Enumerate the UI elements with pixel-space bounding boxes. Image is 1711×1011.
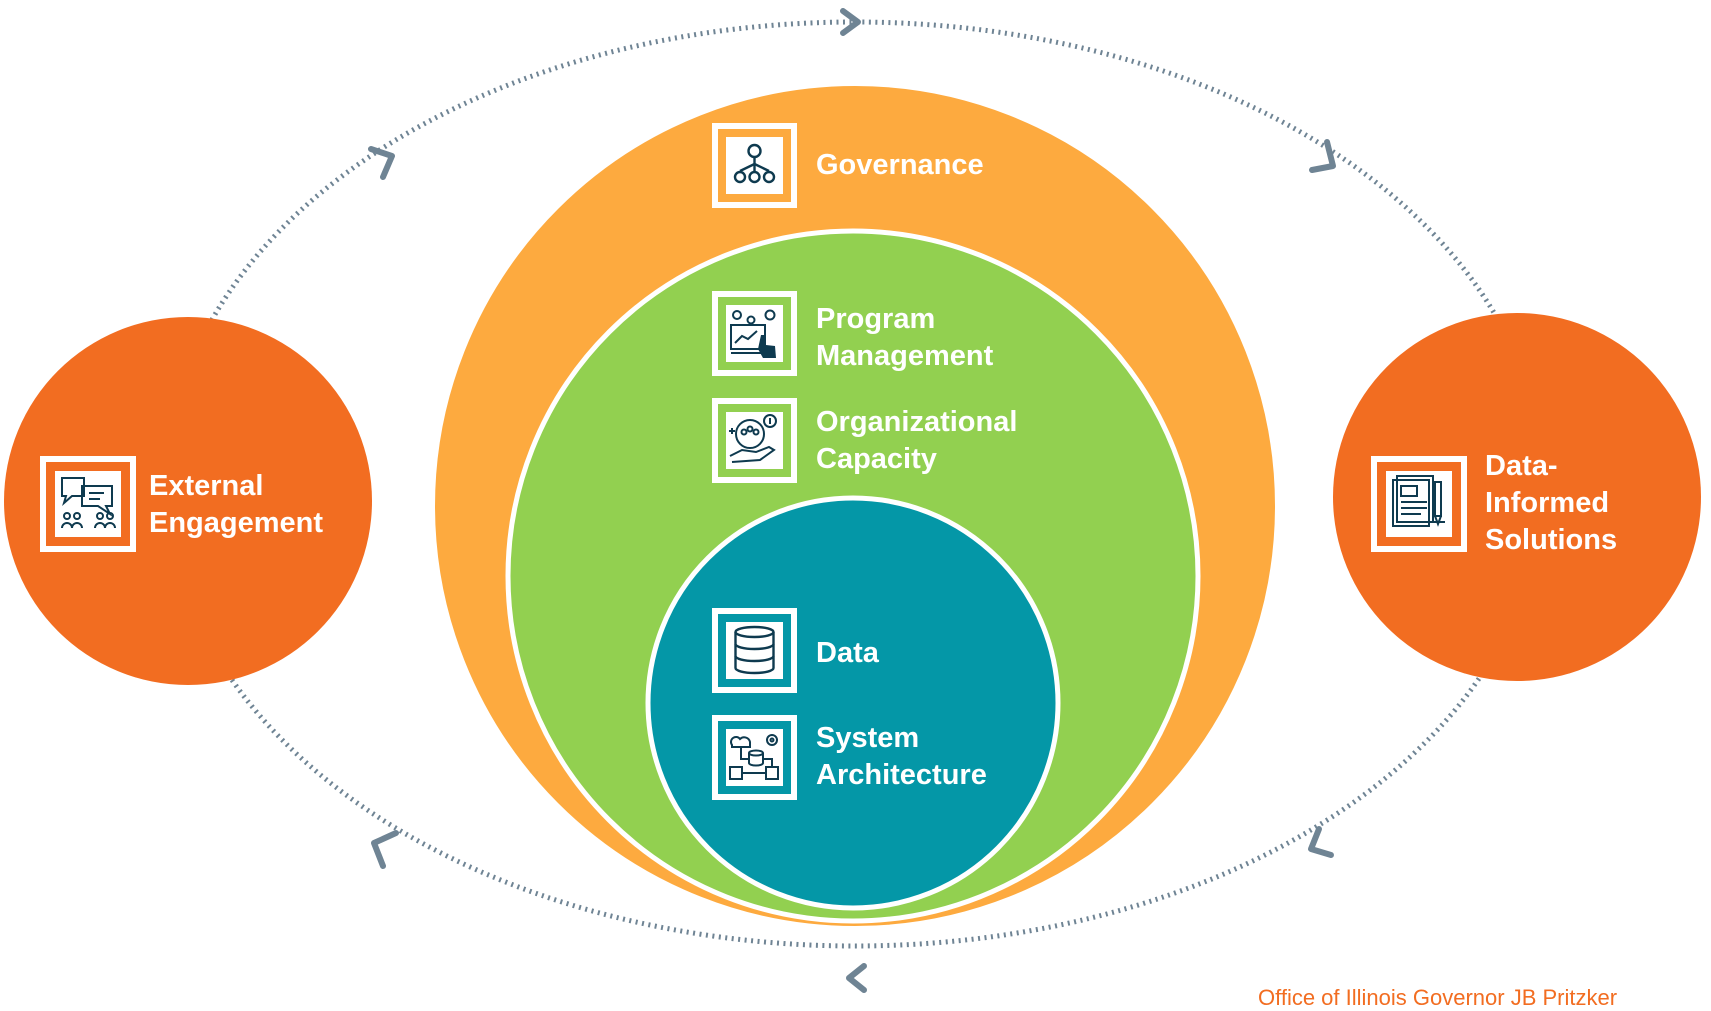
external-engagement-circle <box>4 317 372 685</box>
cycle-arrow-bottom-left <box>371 830 399 869</box>
database-icon <box>712 608 797 693</box>
data-circle <box>645 495 1061 911</box>
cycle-arrow-top-right <box>1309 139 1336 173</box>
external-engagement-label: External Engagement <box>149 468 323 542</box>
discussion-people-icon <box>40 456 136 552</box>
data-label: Data <box>816 635 879 672</box>
system-flow-icon <box>712 715 797 800</box>
footer-credit: Office of Illinois Governor JB Pritzker <box>1258 985 1618 1010</box>
governance-label-line: Governance <box>816 149 984 181</box>
dashboard-hand-icon <box>712 291 797 376</box>
program-management-label-line-1: Program <box>816 303 936 335</box>
system-architecture-label-line-2: Architecture <box>816 759 987 791</box>
data-informed-solutions-label-line-1: Data- <box>1485 450 1558 482</box>
data-informed-solutions-circle <box>1333 313 1701 681</box>
system-architecture-label: System Architecture <box>816 720 987 794</box>
program-management-label-line-2: Management <box>816 340 994 372</box>
external-engagement-label-line-2: Engagement <box>149 507 324 539</box>
data-informed-solutions-label-line-3: Solutions <box>1485 524 1618 556</box>
system-architecture-label-line-1: System <box>816 722 920 754</box>
data-informed-solutions-label-line-2: Informed <box>1485 487 1610 519</box>
cycle-arrow-top-left <box>368 146 395 180</box>
org-hierarchy-icon <box>712 123 797 208</box>
organizational-capacity-label-line-1: Organizational <box>816 406 1018 438</box>
people-funding-hand-icon <box>712 398 797 483</box>
external-engagement-label-line-1: External <box>149 470 264 502</box>
cycle-arrow-top <box>840 8 861 36</box>
data-informed-solutions-label: Data- Informed Solutions <box>1485 448 1617 559</box>
cycle-arrow-bottom <box>846 963 867 993</box>
cycle-arrows <box>368 8 1336 993</box>
cycle-arrow-bottom-right <box>1308 826 1334 858</box>
organizational-capacity-label: Organizational Capacity <box>816 404 1017 478</box>
data-label-line: Data <box>816 637 879 669</box>
documents-pen-icon <box>1371 456 1467 552</box>
organizational-capacity-label-line-2: Capacity <box>816 443 937 475</box>
governance-label: Governance <box>816 147 984 184</box>
program-management-label: Program Management <box>816 301 993 375</box>
